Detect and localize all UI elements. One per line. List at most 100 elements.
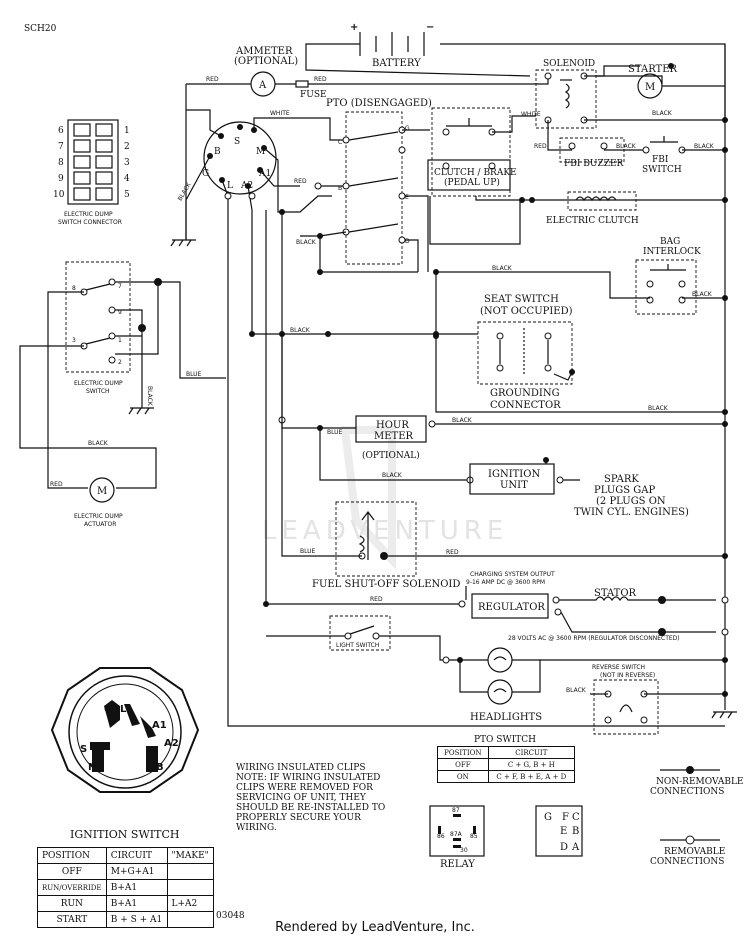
legend: NON-REMOVABLE CONNECTIONS REMOVABLE CONN… (650, 766, 744, 867)
ign-key-b: B (156, 762, 164, 773)
not-occupied-label: (NOT OCCUPIED) (480, 306, 573, 317)
fbi-buzzer-label: FBI BUZZER (564, 159, 624, 169)
wire-label-red: RED (294, 178, 307, 185)
dump-switch-label-2: SWITCH (86, 388, 110, 395)
ignition-switch-title: IGNITION SWITCH (70, 828, 179, 841)
note-line-2: NOTE: IF WIRING INSULATED (236, 773, 380, 783)
pto-table-title: PTO SWITCH (474, 735, 536, 745)
wire-label-black: BLACK (146, 386, 153, 407)
pto-terminal-g: G (405, 125, 410, 132)
solenoid-label: SOLENOID (543, 59, 595, 69)
fuel-shutoff-solenoid: BLUE RED FUEL SHUT-OFF SOLENOID (281, 334, 728, 590)
note-line-4: SERVICING OF UNIT, THEY (236, 793, 367, 803)
wire-label-red: RED (314, 76, 327, 83)
dump-actuator-symbol: M (97, 486, 107, 497)
note-line-6: PROPERLY SECURE YOUR (236, 813, 361, 823)
not-in-reverse-label: (NOT IN REVERSE) (600, 672, 655, 679)
dump-pin-7: 7 (118, 283, 122, 290)
wire-label-black: BLACK (694, 143, 715, 150)
seat-switch: SEAT SWITCH (NOT OCCUPIED) GROUNDING CON… (433, 272, 728, 415)
dump-actuator-label-2: ACTUATOR (84, 521, 116, 528)
wire-label-blue: BLUE (327, 429, 343, 436)
ign-key-l: L (120, 704, 127, 715)
wire-label-red: RED (446, 549, 459, 556)
fbi-switch-label: SWITCH (642, 165, 682, 175)
starter-symbol: M (645, 82, 655, 93)
ign-key-m: M (88, 762, 98, 773)
ign-key-a1: A1 (152, 720, 167, 731)
pto-pin-d: D (560, 842, 568, 853)
conn-pin-1: 1 (124, 126, 130, 136)
ignition-unit: BLACK IGNITION UNIT SPARK PLUGS GAP (2 P… (319, 428, 689, 518)
note-line-7: WIRING. (236, 823, 277, 833)
pedal-up-label: (PEDAL UP) (444, 177, 500, 188)
terminal-b: B (214, 147, 221, 157)
electric-clutch: ELECTRIC CLUTCH (546, 191, 639, 226)
dump-pin-3: 3 (72, 337, 76, 344)
fuse-label: FUSE (300, 90, 327, 100)
dump-pin-1: 1 (118, 337, 122, 344)
stator-note: 28 VOLTS AC @ 3600 RPM (REGULATOR DISCON… (508, 635, 680, 642)
relay-pin-85: 85 (470, 833, 478, 840)
table-cell: START (37, 911, 107, 928)
ign-key-g: G (104, 704, 112, 715)
conn-pin-2: 2 (124, 142, 130, 152)
table-header-row: POSITION CIRCUIT "MAKE" (37, 847, 214, 864)
legend-removable-1: REMOVABLE (664, 847, 725, 857)
conn-pin-7: 7 (58, 142, 64, 152)
dump-pin-8: 8 (72, 285, 76, 292)
electric-clutch-label: ELECTRIC CLUTCH (546, 216, 639, 226)
pto-label: PTO (DISENGAGED) (326, 98, 432, 109)
legend-nonremovable-2: CONNECTIONS (650, 787, 724, 797)
pto-terminal-e: E (405, 194, 409, 201)
pto-pin-e: E (560, 826, 567, 837)
clutch-brake-label: CLUTCH / BRAKE (434, 168, 517, 178)
regulator-label: REGULATOR (478, 602, 545, 613)
table-row: OFF C + G, B + H (437, 758, 576, 771)
wire-label-white: WHITE (521, 111, 541, 118)
lights: LIGHT SWITCH HEADLIGHTS (266, 615, 728, 723)
note-line-1: WIRING INSULATED CLIPS (236, 763, 366, 773)
wire-label-black: BLACK (382, 472, 403, 479)
pto-terminal-d: D (405, 238, 410, 245)
table-cell (166, 911, 214, 928)
table-row: RUN/OVERRIDE B+A1 (37, 879, 214, 896)
relay-pin-86: 86 (437, 833, 445, 840)
wire-label-blue: BLUE (300, 548, 316, 555)
bag-interlock: BAG INTERLOCK BLACK BLACK (433, 237, 728, 315)
table-header-cell: POSITION (437, 746, 489, 759)
table-cell: ON (437, 770, 489, 783)
mid-wiring: BLACK (249, 327, 478, 424)
starter-label: STARTER (628, 64, 678, 75)
terminal-l: L (227, 181, 233, 191)
pto-pin-c: C (572, 812, 580, 823)
reverse-switch: REVERSE SWITCH (NOT IN REVERSE) BLACK (566, 664, 737, 735)
legend-nonremovable-1: NON-REMOVABLE (656, 777, 744, 787)
table-cell (166, 879, 214, 896)
table-row: RUN B+A1 L+A2 (37, 895, 214, 912)
table-cell: M+G+A1 (105, 863, 168, 880)
charging-output-2: 9-16 AMP DC @ 3600 RPM (466, 579, 545, 586)
pto-terminal-c: C (338, 139, 342, 146)
battery-label: BATTERY (372, 58, 421, 69)
table-row: START B + S + A1 (37, 911, 214, 928)
table-cell: OFF (437, 758, 489, 771)
wire-label-black: BLACK (290, 327, 311, 334)
table-header-row: POSITION CIRCUIT (437, 746, 576, 759)
wire-label-black: BLACK (616, 143, 637, 150)
relay-label: RELAY (440, 859, 475, 870)
conn-pin-3: 3 (124, 158, 130, 168)
table-cell: L+A2 (166, 895, 214, 912)
watermark-text: LEADVENTURE (262, 516, 508, 546)
ign-key-s: S (80, 744, 87, 755)
spark-label-4: TWIN CYL. ENGINES) (574, 507, 689, 518)
table-cell: OFF (37, 863, 107, 880)
relay: 87 87A 86 85 30 RELAY (429, 805, 485, 870)
note-line-5: SHOULD BE RE-INSTALLED TO (236, 803, 385, 813)
terminal-a2: A2 (240, 181, 253, 191)
pto-switch-table: POSITION CIRCUIT OFF C + G, B + H ON C +… (437, 746, 576, 783)
pto-pin-b: B (572, 826, 579, 837)
note-line-3: CLIPS WERE REMOVED FOR (236, 783, 373, 793)
conn-pin-5: 5 (124, 190, 130, 200)
wire-label-black: BLACK (296, 239, 317, 246)
